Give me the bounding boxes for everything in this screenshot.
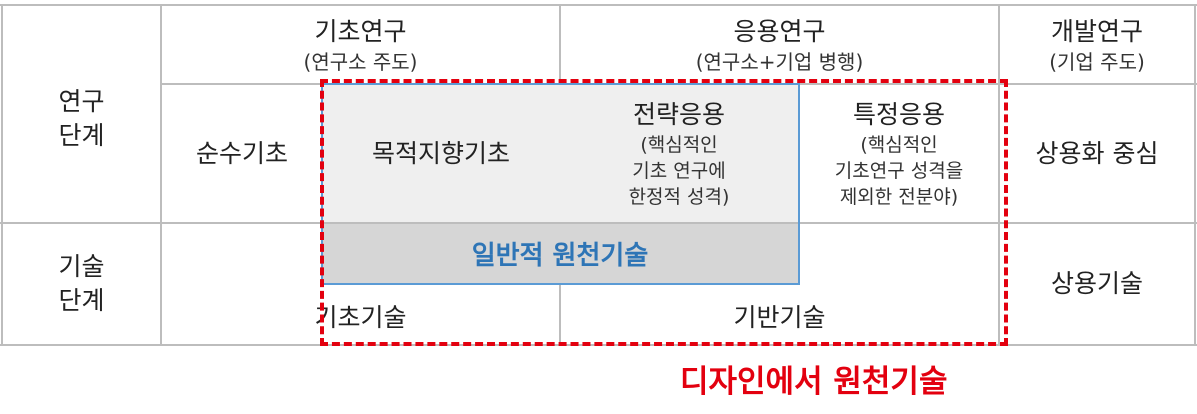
basic-tech-cell: 기초기술 <box>162 286 559 344</box>
specific-applied-title: 특정응용 <box>852 99 945 129</box>
header-applied-research: 응용연구 (연구소+기업 병행) <box>561 6 998 83</box>
commercial-tech-label: 상용기술 <box>1050 269 1143 298</box>
header-development-title: 개발연구 <box>1050 16 1143 46</box>
foundation-tech-label: 기반기술 <box>733 303 826 332</box>
grid-row-divider <box>0 222 1197 224</box>
specific-applied-cell: 특정응용 (핵심적인 기초연구 성격을 제외한 전분야) <box>800 85 998 222</box>
strategic-applied-title: 전략응용 <box>632 99 725 129</box>
header-basic-research: 기초연구 (연구소 주도) <box>162 6 559 83</box>
row-research-line2: 단계 <box>58 121 105 150</box>
grid-left <box>1 4 3 346</box>
design-source-tech-annotation: 디자인에서 원천기술 <box>680 364 948 400</box>
grid-col-3 <box>998 4 1000 346</box>
header-applied-title: 응용연구 <box>733 16 826 46</box>
general-source-tech-label: 일반적 원천기술 <box>471 241 649 271</box>
commercial-focus-label: 상용화 중심 <box>1035 138 1159 168</box>
grid-col-1 <box>160 4 162 346</box>
pure-basic-cell: 순수기초 <box>162 85 322 222</box>
foundation-tech-cell: 기반기술 <box>561 286 998 344</box>
specific-applied-desc-1: (핵심적인 <box>860 133 938 156</box>
oriented-basic-label: 목적지향기초 <box>371 138 510 168</box>
pure-basic-label: 순수기초 <box>195 138 288 168</box>
header-basic-sub: (연구소 주도) <box>303 49 418 74</box>
row-research-line1: 연구 <box>58 87 105 116</box>
header-basic-title: 기초연구 <box>314 16 407 46</box>
grid-top <box>0 4 1197 6</box>
strategic-applied-desc-2: 기초 연구에 <box>632 159 726 182</box>
grid-col-2 <box>559 4 561 84</box>
commercial-focus-cell: 상용화 중심 <box>1000 85 1194 222</box>
grid-col-2-bottom <box>559 284 561 346</box>
specific-applied-desc-3: 제외한 전분야) <box>839 185 959 208</box>
grid-right <box>1194 4 1196 346</box>
strategic-applied-desc-3: 한정적 성격) <box>628 185 730 208</box>
commercial-tech-cell: 상용기술 <box>1000 224 1194 344</box>
row-research-stage: 연구 단계 <box>3 6 160 222</box>
strategic-applied-cell: 전략응용 (핵심적인 기초 연구에 한정적 성격) <box>560 84 798 223</box>
basic-tech-label: 기초기술 <box>314 303 407 332</box>
design-source-region-box <box>320 79 1008 346</box>
row-tech-stage: 기술 단계 <box>3 224 160 344</box>
header-development-research: 개발연구 (기업 주도) <box>1000 6 1194 83</box>
header-applied-sub: (연구소+기업 병행) <box>695 49 864 74</box>
specific-applied-desc-2: 기초연구 성격을 <box>834 159 964 182</box>
row-tech-line2: 단계 <box>58 286 105 315</box>
general-source-tech-cell: 일반적 원천기술 <box>322 223 798 284</box>
row-tech-line1: 기술 <box>58 252 105 281</box>
header-development-sub: (기업 주도) <box>1049 49 1145 74</box>
oriented-basic-cell: 목적지향기초 <box>322 84 560 223</box>
strategic-applied-desc-1: (핵심적인 <box>640 133 718 156</box>
